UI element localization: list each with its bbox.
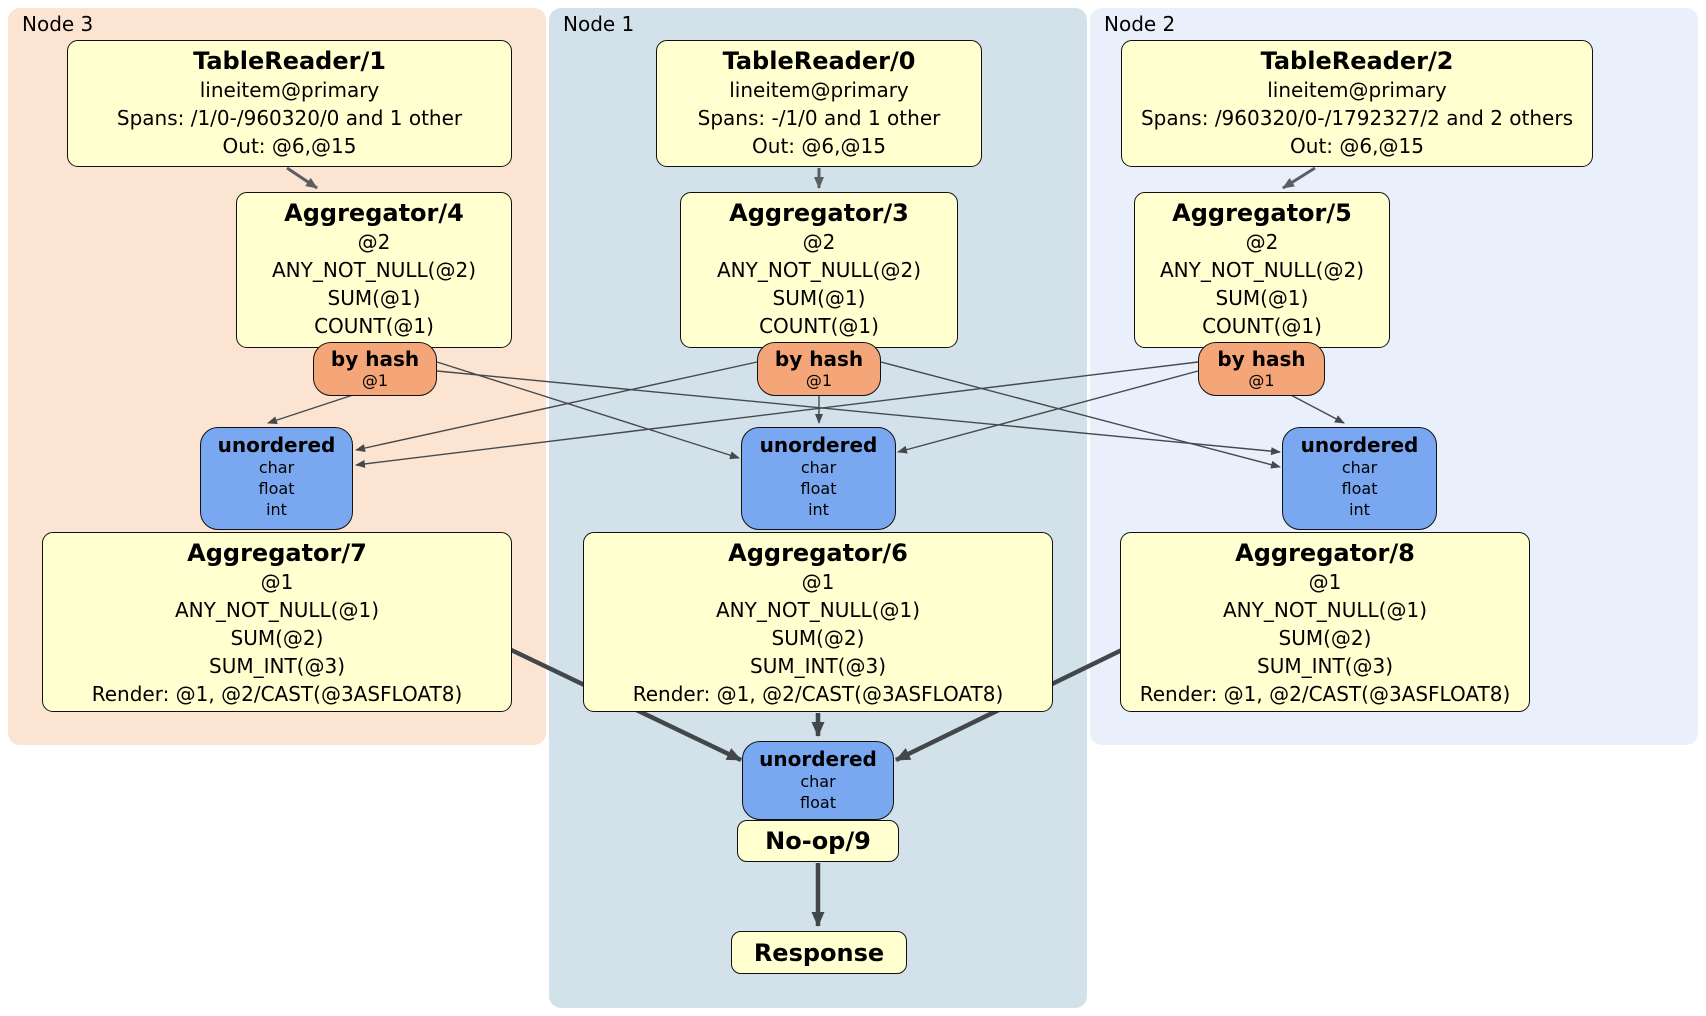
aggregator3-fn1: ANY_NOT_NULL(@2) [717,258,921,282]
aggregator5-box: Aggregator/5 @2 ANY_NOT_NULL(@2) SUM(@1)… [1134,192,1390,348]
aggregator5-fn3: COUNT(@1) [1202,314,1322,338]
aggregator3-group: @2 [802,230,836,254]
unordered-sync-node3-col1: char [258,458,295,477]
aggregator7-box: Aggregator/7 @1 ANY_NOT_NULL(@1) SUM(@2)… [42,532,512,712]
aggregator4-group: @2 [357,230,391,254]
aggregator3-fn3: COUNT(@1) [759,314,879,338]
tablereader0-title: TableReader/0 [722,47,916,75]
node2-region-label: Node 2 [1104,12,1176,36]
aggregator3-fn2: SUM(@1) [772,286,866,310]
edge-tablereader2-aggregator5 [1282,166,1316,190]
hash-router-node1-title: by hash [774,347,864,371]
unordered-sync-node3: unordered char float int [200,427,353,530]
tablereader0-spans: Spans: -/1/0 and 1 other [697,106,941,130]
unordered-sync-node3-title: unordered [217,433,336,457]
node1-region-label: Node 1 [563,12,635,36]
response-box: Response [731,931,907,974]
unordered-sync-node1-col2: float [800,479,837,498]
aggregator4-box: Aggregator/4 @2 ANY_NOT_NULL(@2) SUM(@1)… [236,192,512,348]
edge-hash2-sync1 [897,370,1199,454]
aggregator4-fn3: COUNT(@1) [314,314,434,338]
aggregator8-fn1: ANY_NOT_NULL(@1) [1223,598,1427,622]
hash-router-node3-title: by hash [330,347,420,371]
unordered-sync-node1-title: unordered [759,433,878,457]
unordered-sync-node2-col3: int [1349,500,1370,519]
unordered-sync-final-col1: char [800,772,836,791]
node3-region-label: Node 3 [22,12,94,36]
unordered-sync-node1-col1: char [800,458,837,477]
aggregator5-group: @2 [1245,230,1279,254]
aggregator3-title: Aggregator/3 [729,199,909,227]
unordered-sync-node2-col1: char [1341,458,1378,477]
response-title: Response [753,938,885,967]
unordered-sync-node1-col3: int [808,500,829,519]
aggregator8-group: @1 [1308,570,1342,594]
tablereader1-title: TableReader/1 [193,47,386,75]
tablereader1-spans: Spans: /1/0-/960320/0 and 1 other [116,106,463,130]
noop9-box: No-op/9 [737,820,899,862]
edge-hash2-sync2 [1286,392,1345,424]
tablereader1-out: Out: @6,@15 [222,134,357,158]
hash-router-node2-title: by hash [1217,347,1306,371]
hash-router-node2: by hash @1 [1198,342,1325,396]
aggregator5-title: Aggregator/5 [1172,199,1352,227]
tablereader2-title: TableReader/2 [1260,47,1454,75]
edge-hash3-sync2 [436,370,1281,456]
aggregator6-box: Aggregator/6 @1 ANY_NOT_NULL(@1) SUM(@2)… [583,532,1053,712]
edge-hash2-sync3 [355,361,1199,468]
tablereader2-table: lineitem@primary [1267,78,1447,102]
aggregator6-group: @1 [801,570,835,594]
tablereader0-out: Out: @6,@15 [752,134,886,158]
tablereader1-box: TableReader/1 lineitem@primary Spans: /1… [67,40,512,167]
unordered-sync-final-col2: float [800,793,836,812]
aggregator4-fn1: ANY_NOT_NULL(@2) [272,258,476,282]
aggregator6-fn3: SUM_INT(@3) [750,654,886,678]
aggregator6-fn1: ANY_NOT_NULL(@1) [716,598,920,622]
tablereader1-table: lineitem@primary [199,78,380,102]
aggregator5-fn2: SUM(@1) [1215,286,1309,310]
aggregator7-group: @1 [260,570,294,594]
aggregator8-title: Aggregator/8 [1235,539,1415,567]
unordered-sync-final: unordered char float [742,741,894,820]
aggregator8-box: Aggregator/8 @1 ANY_NOT_NULL(@1) SUM(@2)… [1120,532,1530,712]
aggregator7-render: Render: @1, @2/CAST(@3ASFLOAT8) [91,682,463,706]
aggregator8-fn2: SUM(@2) [1278,626,1372,650]
aggregator4-title: Aggregator/4 [284,199,464,227]
aggregator3-box: Aggregator/3 @2 ANY_NOT_NULL(@2) SUM(@1)… [680,192,958,348]
noop9-title: No-op/9 [765,827,871,855]
unordered-sync-node2-col2: float [1341,479,1378,498]
aggregator7-fn1: ANY_NOT_NULL(@1) [175,598,379,622]
edge-hash1-sync3 [355,361,758,452]
edge-tablereader1-aggregator4 [286,166,318,190]
unordered-sync-node2-title: unordered [1300,433,1419,457]
tablereader0-box: TableReader/0 lineitem@primary Spans: -/… [656,40,982,167]
aggregator6-render: Render: @1, @2/CAST(@3ASFLOAT8) [632,682,1004,706]
unordered-sync-final-title: unordered [759,747,877,771]
tablereader2-out: Out: @6,@15 [1290,134,1424,158]
hash-router-node3: by hash @1 [313,342,437,396]
tablereader0-table: lineitem@primary [729,78,909,102]
tablereader2-box: TableReader/2 lineitem@primary Spans: /9… [1121,40,1593,167]
aggregator4-fn2: SUM(@1) [327,286,421,310]
aggregator8-fn3: SUM_INT(@3) [1257,654,1393,678]
aggregator7-fn2: SUM(@2) [230,626,324,650]
hash-router-node1-key: @1 [805,371,833,390]
edge-hash1-sync2 [880,361,1281,469]
aggregator8-render: Render: @1, @2/CAST(@3ASFLOAT8) [1139,682,1511,706]
aggregator7-title: Aggregator/7 [187,539,367,567]
unordered-sync-node3-col2: float [258,479,295,498]
unordered-sync-node2: unordered char float int [1282,427,1437,530]
hash-router-node2-key: @1 [1248,371,1275,390]
edge-hash3-sync1 [436,361,740,460]
aggregator6-fn2: SUM(@2) [771,626,865,650]
hash-router-node1: by hash @1 [757,342,881,396]
unordered-sync-node3-col3: int [266,500,287,519]
unordered-sync-node1: unordered char float int [741,427,896,530]
tablereader2-spans: Spans: /960320/0-/1792327/2 and 2 others [1140,106,1573,130]
aggregator7-fn3: SUM_INT(@3) [209,654,345,678]
edge-hash3-sync3 [267,393,357,424]
hash-router-node3-key: @1 [361,371,389,390]
aggregator5-fn1: ANY_NOT_NULL(@2) [1160,258,1364,282]
aggregator6-title: Aggregator/6 [728,539,908,567]
